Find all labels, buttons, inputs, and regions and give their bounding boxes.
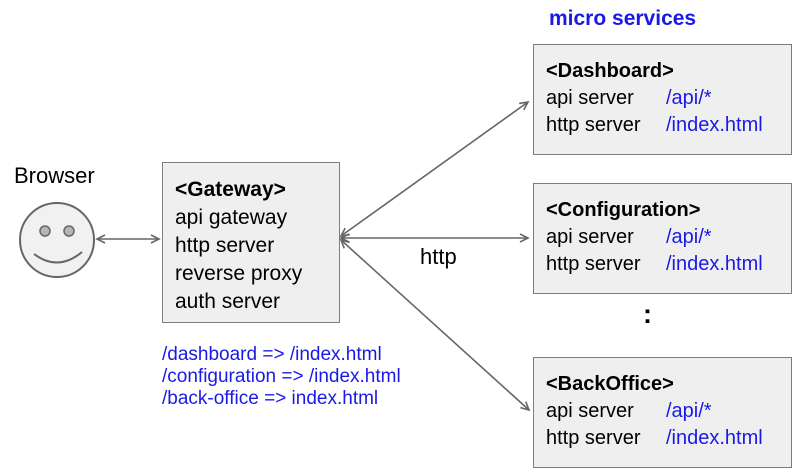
api-server-label: api server	[546, 87, 634, 109]
backoffice-service-box: <BackOffice> api server /api/* http serv…	[533, 357, 792, 468]
route-mapping: /configuration => /index.html	[162, 366, 401, 387]
service-row: http server /index.html	[546, 251, 791, 278]
backoffice-title: <BackOffice>	[546, 373, 674, 395]
http-server-label: http server	[546, 114, 641, 136]
service-row: api server /api/*	[546, 398, 791, 425]
configuration-service-box: <Configuration> api server /api/* http s…	[533, 183, 792, 294]
http-route-value: /index.html	[666, 253, 763, 275]
more-services-ellipsis: :	[643, 299, 652, 329]
gateway-title: <Gateway>	[175, 178, 286, 201]
gateway-feature: api gateway	[175, 206, 288, 229]
micro-services-title: micro services	[549, 7, 697, 30]
service-row: api server /api/*	[546, 224, 791, 251]
service-row: http server /index.html	[546, 112, 791, 139]
http-protocol-label: http	[420, 244, 457, 269]
gateway-route-mappings: /dashboard => /index.html /configuration…	[162, 344, 401, 410]
http-route-value: /index.html	[666, 427, 763, 449]
http-server-label: http server	[546, 253, 641, 275]
api-route-value: /api/*	[666, 400, 712, 422]
dashboard-service-box: <Dashboard> api server /api/* http serve…	[533, 44, 792, 155]
api-server-label: api server	[546, 226, 634, 248]
gateway-dashboard-arrow	[339, 100, 530, 238]
api-route-value: /api/*	[666, 226, 712, 248]
api-server-label: api server	[546, 400, 634, 422]
gateway-backoffice-arrow	[339, 238, 531, 412]
browser-label: Browser	[14, 163, 95, 188]
service-row: api server /api/*	[546, 85, 791, 112]
http-server-label: http server	[546, 427, 641, 449]
service-row: http server /index.html	[546, 425, 791, 452]
route-mapping: /back-office => index.html	[162, 388, 379, 409]
gateway-feature: auth server	[175, 290, 281, 313]
configuration-title: <Configuration>	[546, 199, 701, 221]
dashboard-title: <Dashboard>	[546, 60, 674, 82]
gateway-feature: http server	[175, 234, 275, 257]
gateway-feature: reverse proxy	[175, 262, 303, 285]
gateway-box: <Gateway> api gateway http server revers…	[162, 162, 340, 323]
api-route-value: /api/*	[666, 87, 712, 109]
smiley-face-icon	[19, 202, 95, 278]
route-mapping: /dashboard => /index.html	[162, 344, 382, 365]
http-route-value: /index.html	[666, 114, 763, 136]
